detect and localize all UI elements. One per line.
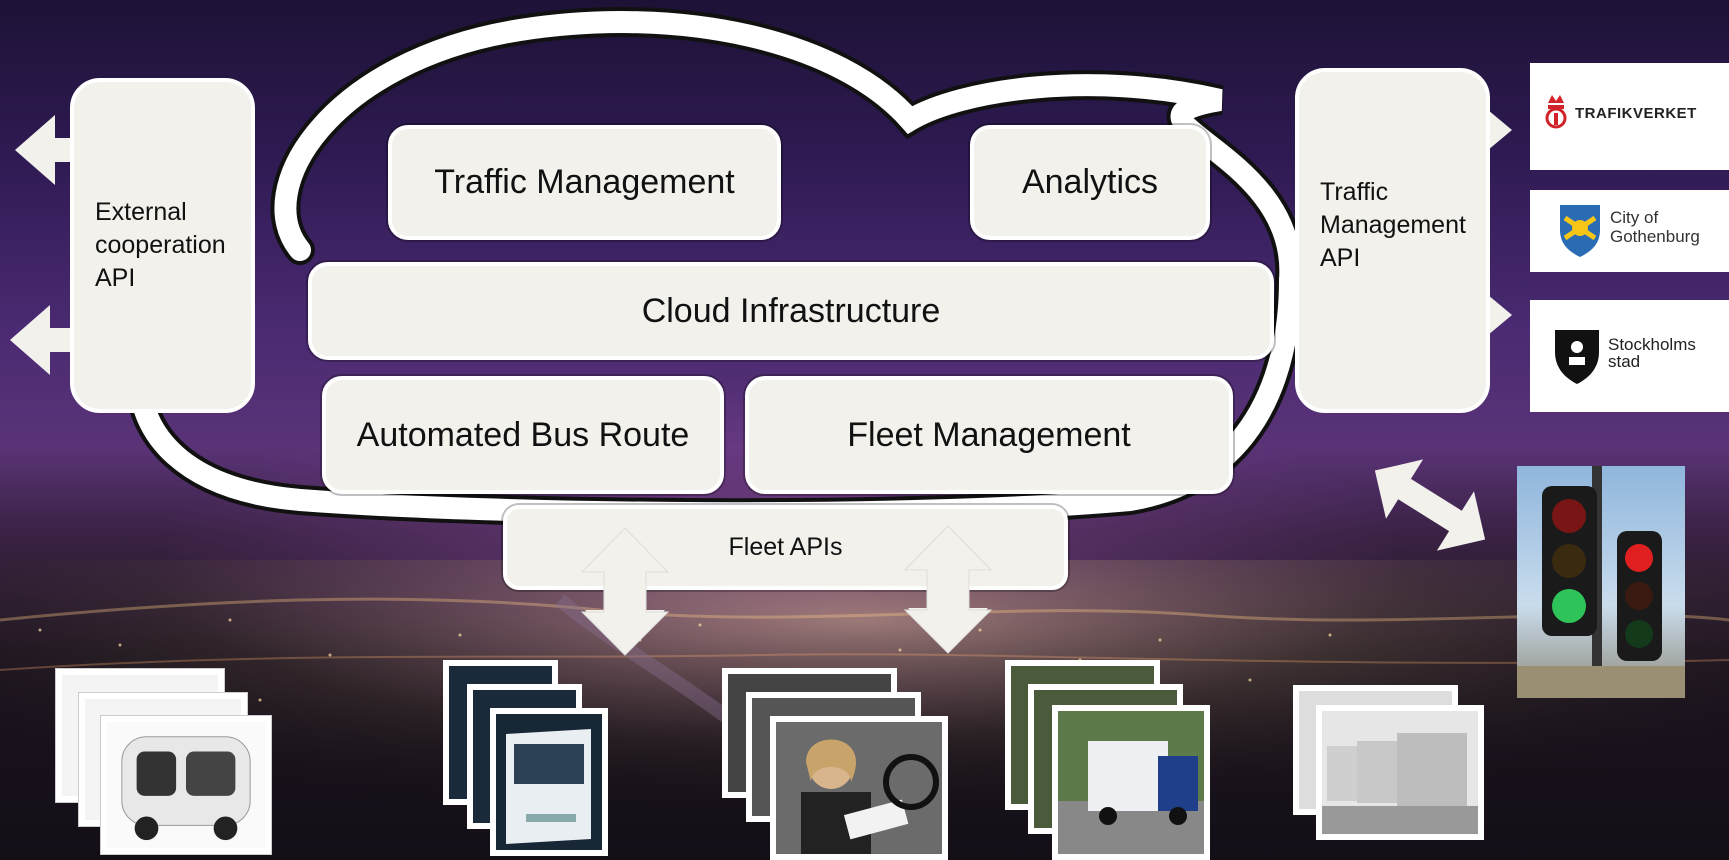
cloud-infrastructure-box: Cloud Infrastructure — [308, 262, 1274, 360]
automated-bus-route-box: Automated Bus Route — [322, 376, 724, 494]
truck-icon — [1058, 711, 1204, 854]
shuttle-icon — [107, 722, 265, 848]
stockholm-crest-icon — [1555, 330, 1599, 384]
bus-photo — [490, 708, 608, 856]
automated-shuttle-photo — [100, 715, 272, 855]
trafikverket-logo: TRAFIKVERKET — [1530, 63, 1729, 170]
traffic-light-icon — [1517, 466, 1685, 698]
gothenburg-crest-icon — [1560, 205, 1600, 257]
fleet-management-box: Fleet Management — [745, 376, 1233, 494]
car-interior-icon — [776, 722, 942, 854]
stockholms-stad-logo: Stockholms stad — [1530, 300, 1729, 412]
external-api-label: External cooperation API — [95, 198, 226, 292]
external-api-panel — [70, 78, 255, 413]
car-driver-photo — [770, 716, 948, 860]
city-of-gothenburg-logo: City of Gothenburg — [1530, 190, 1729, 272]
truck-platoon-icon — [1322, 711, 1478, 834]
traffic-light-photo — [1517, 466, 1685, 698]
truck-platoon-photo — [1316, 705, 1484, 840]
analytics-box: Analytics — [970, 125, 1210, 240]
crown-icon — [1545, 95, 1567, 129]
double-arrow-icon — [1374, 459, 1486, 551]
traffic-management-api-panel — [1295, 68, 1490, 413]
trucks-photo — [1052, 705, 1210, 860]
bus-icon — [496, 714, 602, 850]
fleet-apis-bar: Fleet APIs — [503, 505, 1068, 590]
traffic-management-api-label: Traffic Management API — [1320, 178, 1466, 272]
traffic-management-box: Traffic Management — [388, 125, 781, 240]
